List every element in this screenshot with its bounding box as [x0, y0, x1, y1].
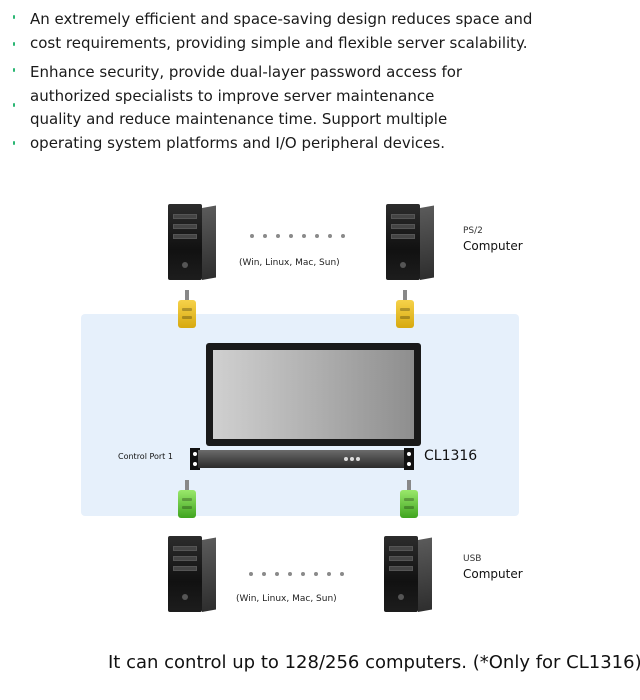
bullet-marker-icon — [13, 15, 15, 19]
usb-connector-icon — [178, 480, 196, 522]
kvm-connection-diagram: (Win, Linux, Mac, Sun) PS/2 Computer Con… — [0, 180, 640, 640]
lcd-monitor — [206, 343, 421, 446]
feature-item: Enhance security, provide dual-layer pas… — [10, 61, 630, 155]
top-computer-label: Computer — [463, 239, 523, 253]
computer-tower-icon — [168, 536, 224, 612]
feature-text-line: authorized specialists to improve server… — [30, 86, 435, 105]
top-os-label: (Win, Linux, Mac, Sun) — [239, 258, 340, 268]
feature-text-line: cost requirements, providing simple and … — [30, 33, 528, 52]
bottom-interface-type: USB — [463, 554, 482, 564]
bottom-computer-label: Computer — [463, 567, 523, 581]
bullet-marker-icon — [13, 103, 15, 107]
computer-tower-icon — [384, 536, 440, 612]
usb-connector-icon — [400, 480, 418, 522]
feature-text-line: operating system platforms and I/O perip… — [30, 133, 445, 152]
control-port-label: Control Port 1 — [118, 452, 173, 461]
bottom-os-label: (Win, Linux, Mac, Sun) — [236, 594, 337, 604]
top-interface-type: PS/2 — [463, 226, 483, 236]
feature-text-line: quality and reduce maintenance time. Sup… — [30, 110, 448, 128]
ps2-connector-icon — [396, 290, 414, 332]
computer-tower-icon — [168, 204, 224, 280]
bullet-marker-icon — [13, 68, 15, 72]
computer-tower-icon — [386, 204, 442, 280]
ps2-connector-icon — [178, 290, 196, 332]
feature-text-line: Enhance security, provide dual-layer pas… — [30, 63, 463, 81]
feature-list: An extremely efficient and space-saving … — [10, 8, 630, 155]
monitor-screen — [213, 350, 414, 439]
more-computers-dots — [249, 572, 344, 576]
model-label: CL1316 — [424, 448, 478, 464]
bullet-marker-icon — [13, 42, 15, 46]
bullet-marker-icon — [13, 141, 15, 145]
kvm-console-unit — [190, 448, 414, 470]
capacity-note: It can control up to 128/256 computers. … — [108, 652, 640, 673]
more-computers-dots — [250, 234, 345, 238]
feature-item: An extremely efficient and space-saving … — [10, 8, 630, 55]
feature-text-line: An extremely efficient and space-saving … — [30, 10, 533, 28]
